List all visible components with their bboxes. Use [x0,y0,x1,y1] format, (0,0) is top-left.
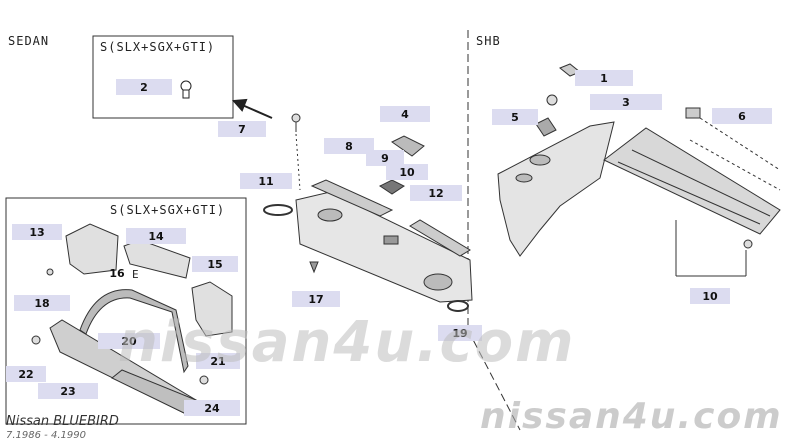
clip-icon [180,80,192,99]
footer-period: 7.1986 - 4.1990 [6,430,86,441]
strip-shape [310,179,394,217]
callout-part-2[interactable]: 2 [116,79,172,95]
callout-part-12[interactable]: 12 [410,185,462,201]
callout-part-21[interactable]: 21 [196,353,240,369]
callout-part-9[interactable]: 9 [366,150,404,166]
callout-part-13[interactable]: 13 [12,224,62,240]
option-label-top: S(SLX+SGX+GTI) [100,40,216,54]
watermark-corner: nissan4u.com [480,396,783,437]
callout-part-20[interactable]: 20 [98,333,160,349]
watermark-center: nissan4u.com [118,310,576,375]
callout-part-10-sedan[interactable]: 10 [386,164,428,180]
section-label-sedan: SEDAN [8,34,50,48]
callout-part-5[interactable]: 5 [492,109,538,125]
callout-part-19[interactable]: 19 [438,325,482,341]
callout-part-3[interactable]: 3 [590,94,662,110]
callout-part-10-shb[interactable]: 10 [690,288,730,304]
letter-marker: E [132,268,140,281]
option-label-bottom: S(SLX+SGX+GTI) [110,203,226,217]
callout-part-24[interactable]: 24 [184,400,240,416]
parcel-shelf-shape [295,191,473,303]
callout-part-7[interactable]: 7 [218,121,266,137]
callout-part-16[interactable]: 16 [109,266,125,280]
callout-part-15[interactable]: 15 [192,256,238,272]
section-label-shb: SHB [476,34,501,48]
callout-part-1[interactable]: 1 [575,70,633,86]
callout-part-22[interactable]: 22 [6,366,46,382]
option-box-top [92,35,234,119]
footer-model: Nissan BLUEBIRD [6,414,119,429]
callout-part-18[interactable]: 18 [14,295,70,311]
callout-part-8[interactable]: 8 [324,138,374,154]
arrow-icon [231,98,273,119]
callout-part-17[interactable]: 17 [292,291,340,307]
option-box-bottom [5,197,247,425]
shb-parcel-board-shape [603,127,781,235]
callout-part-11[interactable]: 11 [240,173,292,189]
shb-side-trim-shape [497,121,615,257]
callout-part-23[interactable]: 23 [38,383,98,399]
callout-part-4[interactable]: 4 [380,106,430,122]
callout-part-6[interactable]: 6 [712,108,772,124]
callout-part-14[interactable]: 14 [126,228,186,244]
